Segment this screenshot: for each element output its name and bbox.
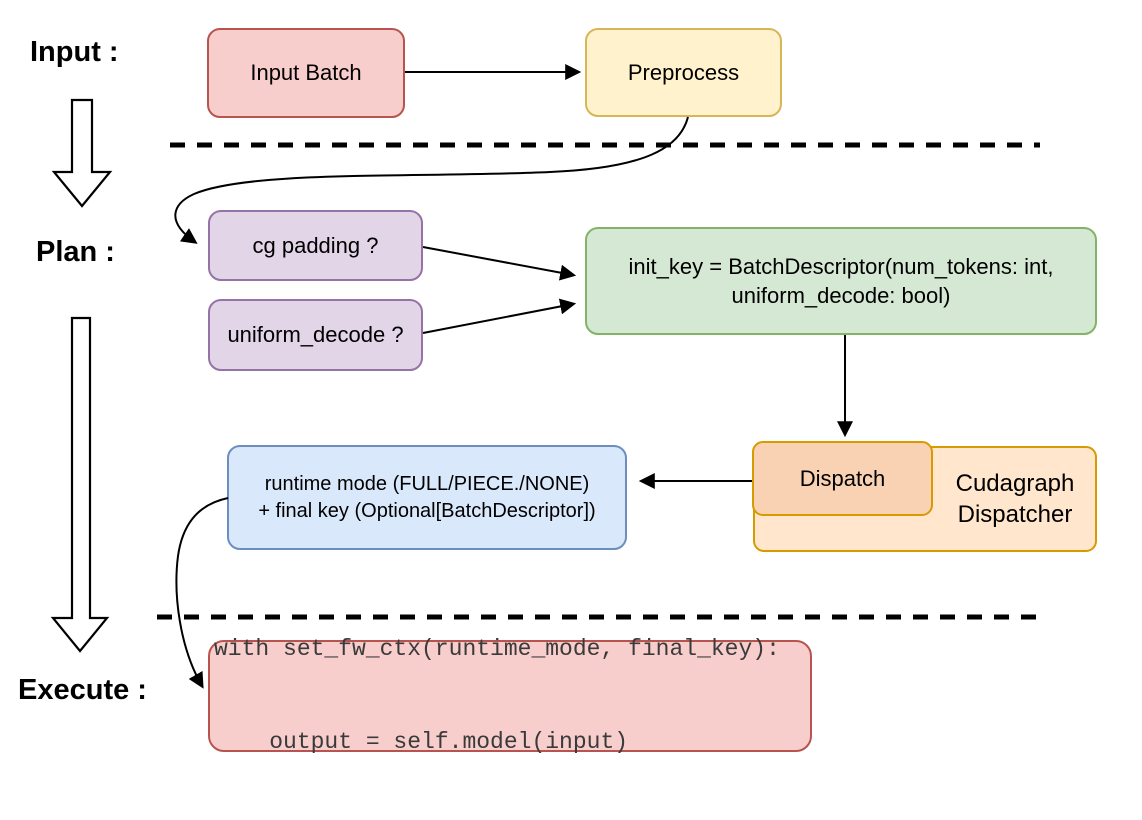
arrow-uniformdecode-to-initkey [422, 298, 577, 334]
node-preprocess-label: Preprocess [627, 59, 740, 85]
execute-code-line1: with set_fw_ctx(runtime_mode, final_key)… [214, 635, 780, 662]
node-input-batch-label: Input Batch [250, 60, 362, 86]
node-cudagraph-dispatcher-label: Cudagraph Dispatcher [955, 469, 1075, 528]
node-cg-padding-label: cg padding ? [252, 232, 379, 258]
node-cg-padding: cg padding ? [208, 210, 423, 281]
stage-label-input: Input : [30, 36, 119, 68]
execute-code-block: with set_fw_ctx(runtime_mode, final_key)… [210, 572, 780, 820]
execute-code-line2: output = self.model(input) [214, 729, 629, 756]
node-runtime-mode-line1: runtime mode (FULL/PIECE./NONE) [264, 473, 590, 496]
node-init-key: init_key = BatchDescriptor(num_tokens: i… [585, 227, 1097, 335]
node-dispatch-label: Dispatch [799, 465, 886, 491]
arrow-cgpadding-to-initkey [422, 246, 577, 281]
stage-label-execute: Execute : [18, 674, 147, 706]
node-execute-code: with set_fw_ctx(runtime_mode, final_key)… [208, 636, 812, 755]
node-uniform-decode-label: uniform_decode ? [227, 322, 404, 348]
stage-label-plan: Plan : [36, 236, 115, 268]
node-dispatch: Dispatch [752, 441, 933, 516]
node-init-key-line1: init_key = BatchDescriptor(num_tokens: i… [628, 253, 1054, 279]
node-preprocess: Preprocess [585, 28, 782, 117]
node-input-batch: Input Batch [207, 28, 405, 118]
node-uniform-decode: uniform_decode ? [208, 299, 423, 371]
hollow-arrow-input-to-plan [51, 98, 113, 208]
flow-diagram: Input : Plan : Execute : Input Batch Pre… [18, 28, 1097, 755]
node-init-key-line2: uniform_decode: bool) [731, 283, 951, 308]
node-runtime-mode-line2: + final key (Optional[BatchDescriptor]) [258, 499, 596, 522]
hollow-arrow-plan-to-execute [50, 316, 110, 653]
node-runtime-mode: runtime mode (FULL/PIECE./NONE) + final … [227, 445, 627, 550]
